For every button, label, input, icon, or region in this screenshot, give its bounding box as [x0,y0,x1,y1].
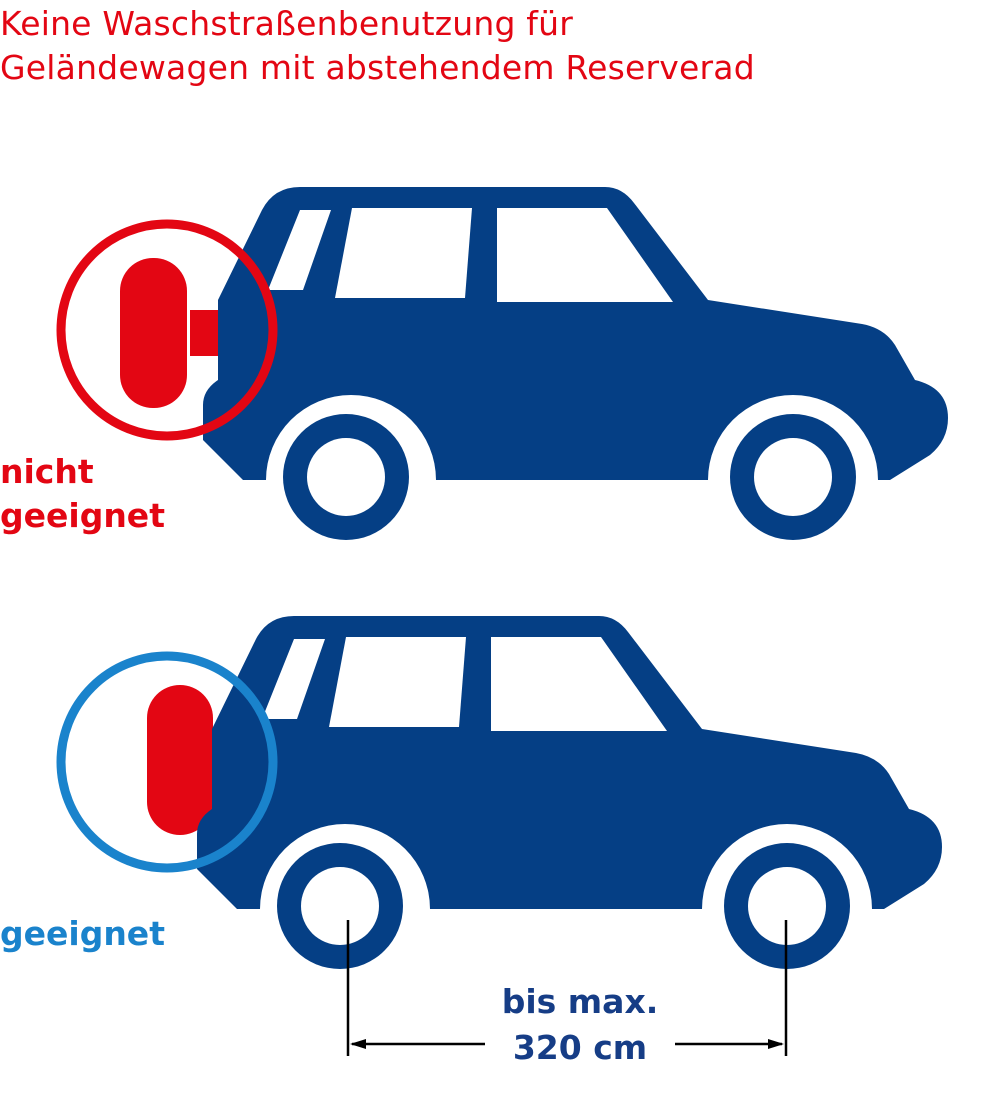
suv-icon [203,187,948,540]
example-suitable [56,616,942,969]
title-line-2: Geländewagen mit abstehendem Reserverad [0,48,755,87]
suv-icon [197,616,942,969]
dimension-label-prefix: bis max. [501,982,659,1021]
page-title: Keine Waschstraßenbenutzung für Geländew… [0,2,755,90]
title-line-1: Keine Waschstraßenbenutzung für [0,4,574,43]
label-not-suitable-line-1: nicht [0,452,94,491]
highlight-circle-blue [56,651,278,873]
dimension-label-value: 320 cm [512,1028,648,1067]
label-not-suitable: nicht geeignet [0,450,165,538]
wheelbase-dimension [346,920,788,1056]
label-suitable: geeignet [0,914,165,953]
label-not-suitable-line-2: geeignet [0,496,165,535]
arrow-right-icon [768,1039,784,1049]
example-not-suitable [56,187,948,540]
highlight-circle-red [56,219,278,441]
arrow-left-icon [350,1039,366,1049]
spare-wheel-flush-icon [147,685,213,835]
